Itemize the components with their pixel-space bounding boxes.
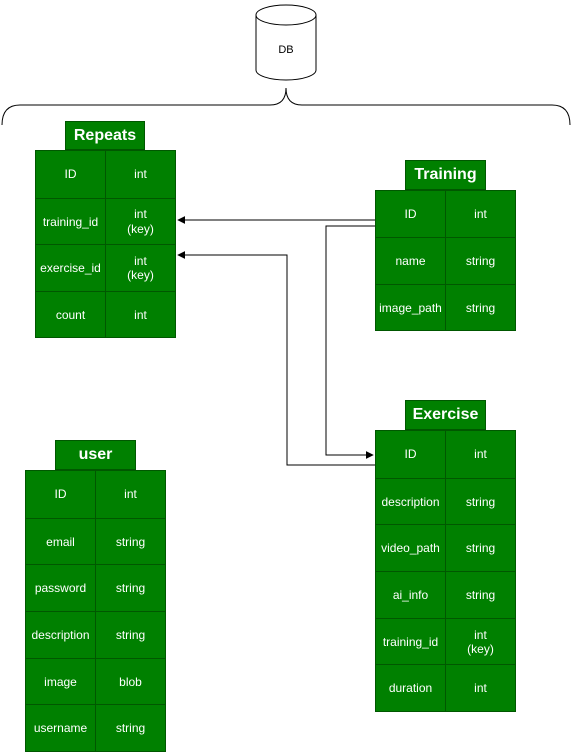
- field-name: exercise_id: [36, 245, 106, 292]
- exercise-row-training-id: training_id int (key): [376, 617, 515, 666]
- field-type: string: [465, 541, 496, 556]
- field-name: duration: [376, 665, 446, 712]
- user-row-image: image blob: [26, 657, 165, 706]
- user-row-description: description string: [26, 611, 165, 659]
- field-name: description: [26, 612, 96, 659]
- user-row-email: email string: [26, 517, 165, 566]
- exercise-row-id: ID int: [376, 431, 515, 478]
- exercise-row-video-path: video_path string: [376, 524, 515, 572]
- exercise-row-duration: duration int: [376, 664, 515, 712]
- field-name: image_path: [376, 284, 446, 331]
- field-type: string: [465, 588, 496, 603]
- field-name: ID: [26, 471, 96, 518]
- field-name: ID: [36, 151, 106, 198]
- field-name: username: [26, 705, 96, 752]
- field-name: training_id: [36, 198, 106, 245]
- user-title: user: [55, 440, 136, 470]
- field-type: int: [134, 307, 147, 322]
- field-type: int (key): [127, 207, 154, 236]
- field-name: video_path: [376, 525, 446, 572]
- field-name: ai_info: [376, 572, 446, 619]
- field-type: string: [115, 721, 146, 736]
- training-row-id: ID int: [376, 191, 515, 238]
- field-name: password: [26, 565, 96, 612]
- field-type: string: [465, 254, 496, 269]
- repeats-row-id: ID int: [36, 151, 175, 198]
- field-type: int: [124, 487, 137, 502]
- exercise-row-ai-info: ai_info string: [376, 571, 515, 619]
- exercise-row-description: description string: [376, 477, 515, 526]
- training-row-image-path: image_path string: [376, 283, 515, 331]
- connector-training-exercise: [325, 225, 375, 459]
- field-name: training_id: [376, 618, 446, 666]
- field-type: string: [115, 534, 146, 549]
- field-type: string: [115, 628, 146, 643]
- training-title: Training: [405, 160, 486, 190]
- user-row-username: username string: [26, 704, 165, 752]
- field-name: ID: [376, 431, 446, 478]
- exercise-title: Exercise: [405, 400, 486, 430]
- repeats-row-training-id: training_id int (key): [36, 197, 175, 245]
- connector-exercise-repeats: [177, 251, 375, 466]
- db-cylinder-icon: [255, 4, 317, 81]
- field-type: string: [465, 300, 496, 315]
- field-type: blob: [119, 674, 142, 689]
- field-name: email: [26, 518, 96, 566]
- repeats-row-count: count int: [36, 290, 175, 338]
- field-type: string: [465, 494, 496, 509]
- training-table: ID int name string image_path string: [375, 190, 516, 331]
- field-type: int (key): [127, 253, 154, 283]
- field-type: int: [474, 681, 487, 696]
- field-name: description: [376, 478, 446, 526]
- db-label: DB: [278, 44, 294, 56]
- field-type: string: [115, 581, 146, 596]
- field-name: count: [36, 291, 106, 338]
- repeats-row-exercise-id: exercise_id int (key): [36, 244, 175, 292]
- field-name: image: [26, 658, 96, 706]
- repeats-title: Repeats: [65, 121, 145, 150]
- field-type: int: [474, 447, 487, 462]
- user-row-id: ID int: [26, 471, 165, 518]
- training-row-name: name string: [376, 237, 515, 285]
- grouping-brace: [1, 87, 571, 126]
- field-name: name: [376, 238, 446, 285]
- user-row-password: password string: [26, 564, 165, 612]
- field-name: ID: [376, 191, 446, 238]
- field-type: int (key): [467, 627, 494, 656]
- field-type: int: [134, 167, 147, 182]
- field-type: int: [474, 206, 487, 221]
